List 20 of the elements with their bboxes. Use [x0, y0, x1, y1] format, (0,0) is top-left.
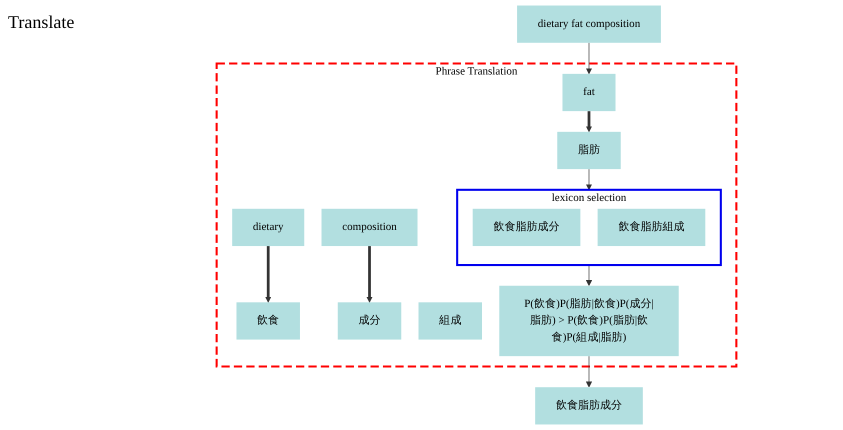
arrow [366, 246, 373, 303]
node-box: dietary [232, 208, 304, 246]
node-box: 脂肪 [557, 132, 621, 170]
arrow [586, 42, 592, 74]
arrow [586, 356, 592, 388]
node-box: 飲食脂肪組成 [598, 208, 706, 246]
node-box: 組成 [418, 302, 482, 340]
arrow [265, 246, 272, 303]
node-box: composition [322, 208, 418, 246]
arrow [586, 264, 592, 286]
node-box: 成分 [338, 302, 402, 340]
arrow [586, 111, 592, 132]
note-text: Translate [8, 12, 74, 33]
node-box: P(飲食)P(脂肪|飲食)P(成分|脂肪) > P(飲食)P(脂肪|飲食)P(組成|脂肪) [499, 286, 679, 356]
arrow [586, 168, 592, 190]
node-box: 飲食 [236, 302, 300, 340]
node-box: 飲食脂肪成分 [535, 387, 643, 424]
node-box: fat [562, 74, 616, 112]
node-box: dietary fat composition [517, 6, 661, 43]
node-box: 飲食脂肪成分 [472, 208, 580, 246]
